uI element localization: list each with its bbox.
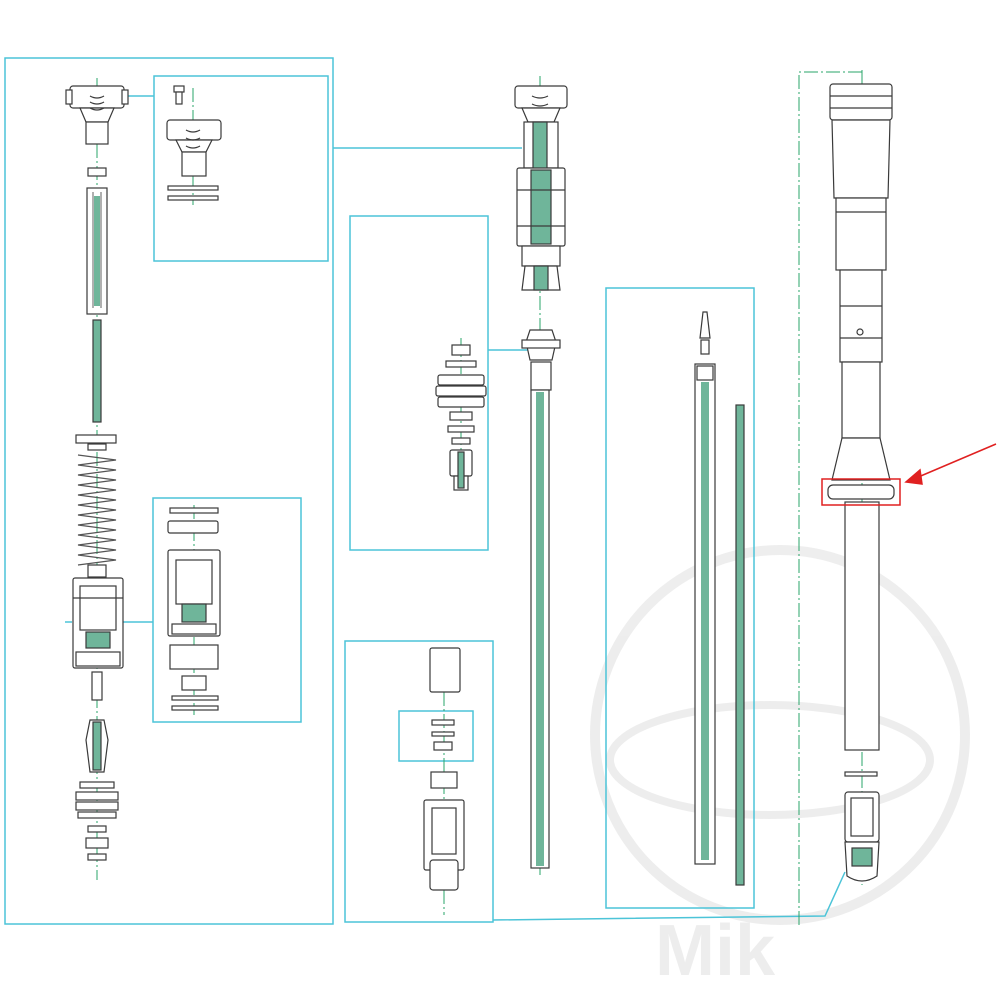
watermark: Mik	[590, 545, 970, 991]
fork-tube-taper	[831, 437, 891, 481]
left-connector	[91, 671, 103, 701]
piston-shim	[447, 425, 475, 433]
bottom-valve-shim-1	[431, 719, 455, 726]
detail-washer-1	[167, 185, 219, 191]
left-assembly-frame	[4, 57, 334, 925]
fork-tube-ring	[827, 484, 895, 500]
left-bottom-stack	[75, 781, 119, 861]
detail-valve-body	[167, 549, 221, 637]
left-spring	[77, 454, 117, 566]
piston-spacer	[449, 411, 473, 421]
centerline-outer-fork	[798, 71, 862, 925]
bottom-valve-detail	[423, 647, 465, 891]
left-assembly	[65, 85, 129, 861]
piston-small-nut	[451, 437, 471, 445]
bottom-valve-cap	[430, 771, 458, 789]
fork-tube-mid	[839, 269, 883, 363]
top-cap-detail	[166, 85, 222, 201]
cartridge-long-rod	[530, 361, 552, 869]
piston-stack	[435, 374, 487, 408]
detail-nut	[181, 675, 207, 691]
left-middle-body	[72, 577, 124, 669]
cartridge-lower-body	[521, 245, 561, 267]
shim-detail-frame	[398, 710, 474, 762]
piston-nut-top	[451, 344, 471, 356]
piston-detail	[435, 344, 487, 491]
fork-tube-neck	[841, 361, 881, 439]
detail-ring-top	[169, 507, 219, 514]
piston-washer-top	[445, 360, 477, 368]
fork-tube-upper	[831, 119, 891, 199]
detail-small-screw	[173, 85, 185, 93]
rod-detail	[694, 311, 745, 886]
fork-tube-top	[829, 83, 893, 121]
rod-detail-frame	[605, 287, 755, 909]
watermark-swoosh	[606, 701, 934, 819]
middle-detail	[167, 507, 221, 711]
watermark-ring	[590, 545, 970, 925]
fork-tube-collar	[835, 197, 887, 271]
watermark-text: Mik	[655, 911, 776, 991]
left-nut	[87, 167, 107, 177]
rod-needle-tip	[699, 311, 711, 355]
piston-detail-frame	[349, 215, 489, 551]
left-upper-rod	[86, 187, 108, 315]
cartridge-valve-body	[516, 167, 566, 247]
detail-spacer	[169, 644, 219, 670]
highlight-annotation	[821, 443, 997, 506]
detail-shim-2	[171, 705, 219, 711]
left-thin-rod	[92, 319, 102, 423]
middle-piston-detail-frame	[152, 497, 302, 723]
rod-tube-left	[694, 363, 716, 865]
left-top-cap	[65, 85, 129, 145]
detail-shim-1	[171, 695, 219, 701]
fork-tube-hole	[856, 328, 864, 336]
highlight-box	[821, 478, 901, 506]
piston-bolt	[449, 449, 473, 491]
bottom-valve-frame	[344, 640, 494, 923]
bottom-valve-shim-2	[431, 731, 455, 737]
cartridge-piston-head	[521, 329, 561, 361]
detail-bushing	[167, 520, 219, 534]
detail-washer-2	[167, 195, 219, 201]
bottom-valve-sleeve	[429, 647, 461, 693]
detail-top-cap	[166, 119, 222, 177]
highlight-arrow-head	[904, 468, 923, 485]
cartridge-foot	[521, 265, 561, 291]
bottom-valve-shim-3	[433, 741, 453, 751]
frames	[4, 57, 846, 925]
left-spring-collar	[87, 443, 107, 451]
fork-tube-foot	[844, 791, 880, 882]
connector-bottom	[492, 871, 846, 921]
bottom-valve-body	[423, 799, 465, 891]
detail-screw-shaft	[175, 91, 183, 105]
left-spring-lower-seat	[87, 564, 107, 578]
cartridge-top-cap	[514, 85, 568, 123]
rod-bar-right	[735, 404, 745, 886]
top-cap-detail-frame	[153, 75, 329, 262]
cartridge-assembly	[514, 85, 568, 869]
fork-tube-assembly	[827, 83, 895, 882]
left-spring-seat	[75, 434, 117, 444]
left-valve-stem	[85, 719, 109, 773]
fork-tube-washer	[844, 771, 878, 777]
highlight-arrow-line	[915, 443, 997, 479]
fork-tube-lower	[844, 501, 880, 751]
